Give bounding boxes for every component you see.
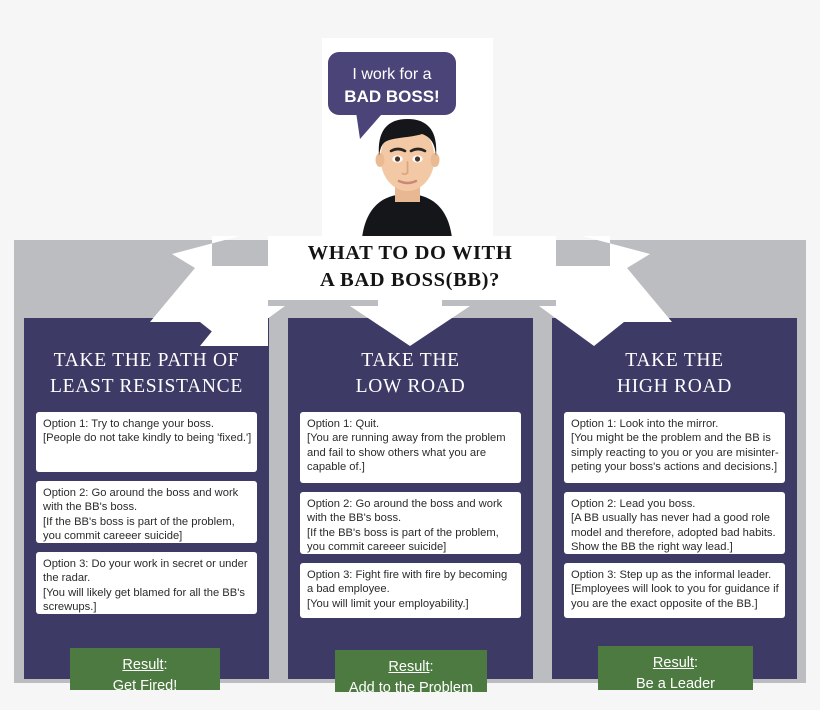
result-label: Result bbox=[652, 655, 695, 671]
option-line: [You are running away from the problem bbox=[307, 432, 506, 445]
option-line: [Employees will look to you for guidance… bbox=[571, 583, 779, 596]
option-line: Option 3: Do your work in secret or unde… bbox=[43, 558, 248, 570]
column-low-road: TAKE THE LOW ROAD Option 1: Quit. [You a… bbox=[288, 318, 533, 679]
option-line: [You might be the problem and the BB is bbox=[571, 432, 771, 445]
option-line: [If the BB's boss is part of the problem… bbox=[307, 526, 499, 539]
arrow-right-wing bbox=[539, 236, 644, 346]
option-line: [A BB usually has never had a good role bbox=[571, 512, 771, 525]
option-card[interactable]: Option 2: Go around the boss and work wi… bbox=[36, 481, 257, 543]
result-value: Add to the Problem bbox=[348, 679, 474, 696]
option-line: the radar. bbox=[43, 572, 91, 585]
option-list: Option 1: Try to change your boss. [Peop… bbox=[36, 412, 257, 623]
option-line: [If the BB's boss is part of the problem… bbox=[43, 515, 235, 528]
option-line: with the BB's boss. bbox=[43, 501, 138, 514]
option-line: Option 2: Go around the boss and work bbox=[307, 498, 503, 510]
speech-line-1: I work for a bbox=[352, 66, 431, 83]
option-card[interactable]: Option 3: Step up as the informal leader… bbox=[564, 563, 785, 618]
bad-boss-illustration: I work for a BAD BOSS! bbox=[322, 38, 493, 238]
result-box-high-road[interactable]: Result: Be a Leader bbox=[598, 646, 753, 692]
result-value: Be a Leader bbox=[635, 675, 715, 692]
option-line: model and therefore, adopted bad habits. bbox=[571, 526, 776, 539]
option-card[interactable]: Option 3: Do your work in secret or unde… bbox=[36, 552, 257, 614]
result-colon: : bbox=[163, 657, 168, 673]
option-line: peting your boss's actions and decisions… bbox=[571, 460, 778, 473]
option-line: with the BB's boss. bbox=[307, 512, 402, 525]
option-line: you are the exact opposite of the BB.] bbox=[571, 597, 758, 610]
option-card[interactable]: Option 3: Fight fire with fire by becomi… bbox=[300, 563, 521, 618]
option-line: Show the BB the right way lead.] bbox=[571, 540, 733, 553]
option-line: [You will limit your employability.] bbox=[307, 597, 469, 610]
arrow-left-wing bbox=[180, 236, 285, 346]
option-line: screwups.] bbox=[43, 600, 97, 613]
speech-bubble: I work for a BAD BOSS! bbox=[328, 52, 456, 139]
option-card[interactable]: Option 2: Lead you boss. [A BB usually h… bbox=[564, 492, 785, 554]
result-value: Get Fired! bbox=[112, 677, 178, 694]
column-high-road: TAKE THE HIGH ROAD Option 1: Look into t… bbox=[552, 318, 797, 679]
option-line: Option 1: Try to change your boss. bbox=[43, 418, 215, 430]
branching-arrows bbox=[150, 236, 672, 346]
speech-line-2: BAD BOSS! bbox=[344, 87, 439, 106]
arrow-left-branch-body bbox=[150, 236, 240, 322]
option-line: [You will likely get blamed for all the … bbox=[43, 586, 245, 599]
column-heading-line-2: HIGH ROAD bbox=[616, 376, 733, 398]
option-line: Option 2: Go around the boss and work bbox=[43, 487, 239, 499]
option-line: you commit careeer suicide] bbox=[307, 540, 447, 553]
option-line: a bad employee. bbox=[307, 583, 390, 596]
option-line: Option 3: Step up as the informal leader… bbox=[571, 569, 772, 581]
column-heading: TAKE THE HIGH ROAD bbox=[552, 348, 797, 400]
option-card[interactable]: Option 1: Try to change your boss. [Peop… bbox=[36, 412, 257, 472]
column-heading: TAKE THE LOW ROAD bbox=[288, 348, 533, 400]
column-heading-line-1: TAKE THE bbox=[361, 350, 460, 371]
option-line: [People do not take kindly to being 'fix… bbox=[43, 432, 252, 445]
option-line: Option 1: Quit. bbox=[307, 418, 380, 430]
column-least-resistance: TAKE THE PATH OF LEAST RESISTANCE Option… bbox=[24, 318, 269, 679]
option-line: Option 1: Look into the mirror. bbox=[571, 418, 719, 430]
option-list: Option 1: Look into the mirror. [You mig… bbox=[564, 412, 785, 627]
column-heading-line-1: TAKE THE bbox=[625, 350, 724, 371]
option-line: capable of.] bbox=[307, 460, 365, 473]
column-heading-line-1: TAKE THE PATH OF bbox=[53, 350, 240, 371]
result-colon: : bbox=[429, 659, 434, 675]
column-heading-line-2: LEAST RESISTANCE bbox=[50, 376, 243, 398]
option-line: Option 3: Fight fire with fire by becomi… bbox=[307, 569, 508, 581]
option-line: Option 2: Lead you boss. bbox=[571, 498, 696, 510]
hero-image: I work for a BAD BOSS! bbox=[322, 38, 493, 238]
result-box-low-road[interactable]: Result: Add to the Problem bbox=[335, 650, 487, 696]
option-card[interactable]: Option 2: Go around the boss and work wi… bbox=[300, 492, 521, 554]
option-line: simply reacting to you or you are misint… bbox=[571, 446, 779, 459]
option-card[interactable]: Option 1: Look into the mirror. [You mig… bbox=[564, 412, 785, 483]
result-label: Result bbox=[388, 659, 430, 675]
result-colon: : bbox=[694, 655, 699, 671]
option-line: and fail to show others what you are bbox=[307, 446, 487, 459]
option-card[interactable]: Option 1: Quit. [You are running away fr… bbox=[300, 412, 521, 483]
column-heading: TAKE THE PATH OF LEAST RESISTANCE bbox=[24, 348, 269, 400]
result-box-least-resistance[interactable]: Result: Get Fired! bbox=[70, 648, 220, 694]
option-line: you commit careeer suicide] bbox=[43, 529, 183, 542]
column-heading-line-2: LOW ROAD bbox=[355, 376, 466, 398]
option-list: Option 1: Quit. [You are running away fr… bbox=[300, 412, 521, 627]
result-label: Result bbox=[122, 657, 164, 673]
